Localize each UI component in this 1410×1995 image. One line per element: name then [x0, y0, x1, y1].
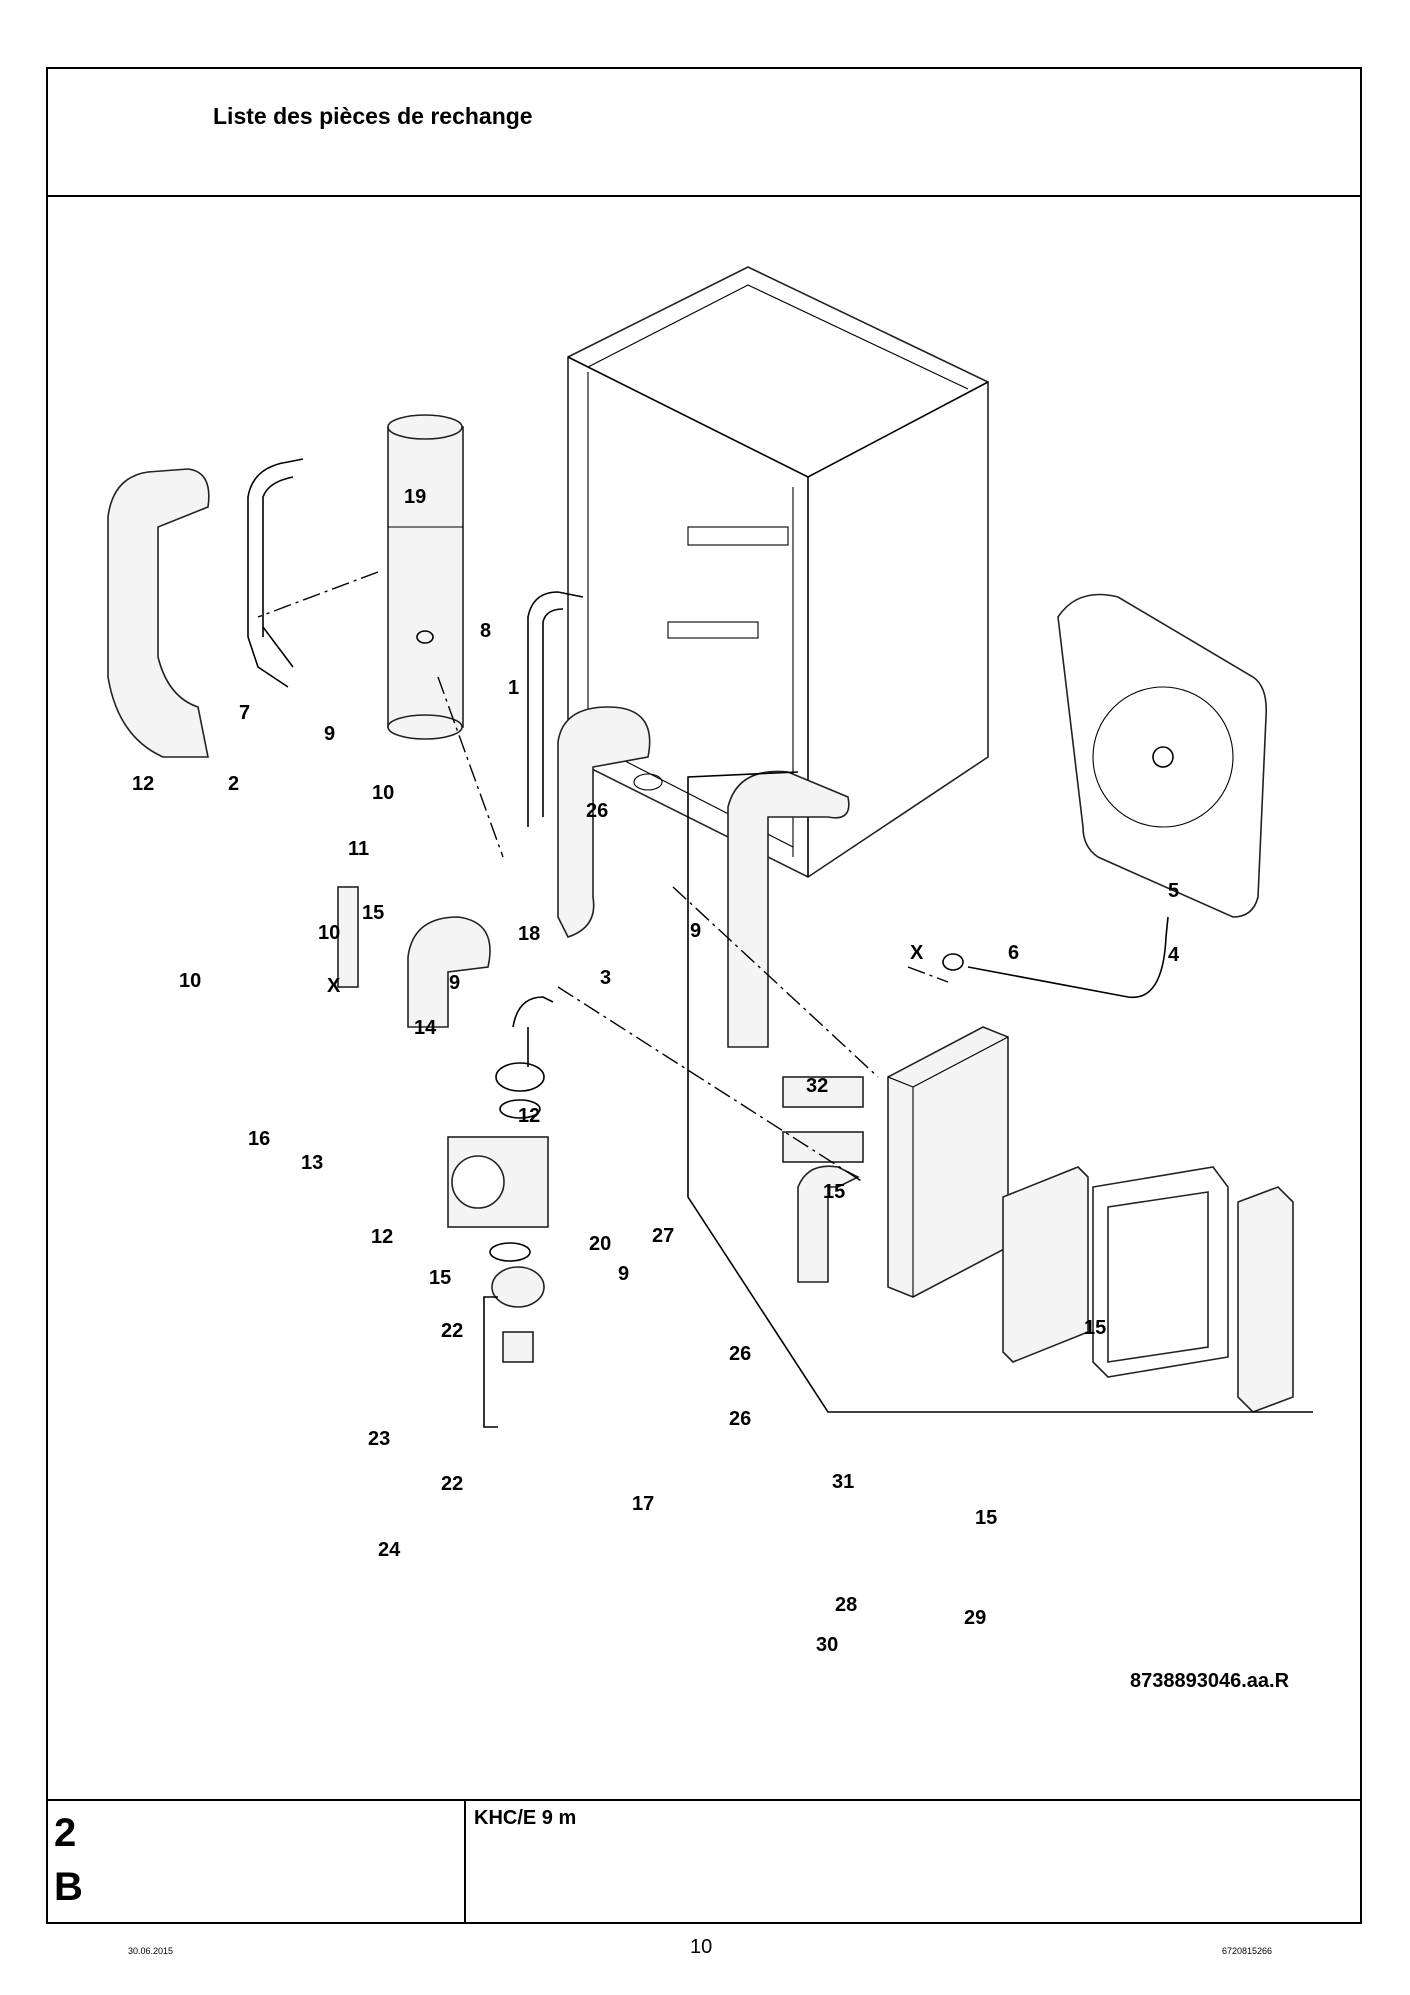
callout-14: 14 — [414, 1017, 437, 1039]
callout-9d: 9 — [618, 1263, 629, 1285]
callout-9b: 9 — [690, 920, 701, 942]
callout-29: 29 — [964, 1607, 986, 1629]
document-number: 6720815266 — [1222, 1946, 1273, 1956]
footer-block: 2 B KHC/E 9 m — [48, 1799, 1360, 1924]
callout-23: 23 — [368, 1428, 390, 1450]
callout-26c: 26 — [729, 1408, 751, 1430]
callout-17: 17 — [632, 1493, 654, 1515]
callout-19: 19 — [404, 486, 426, 508]
model-name: KHC/E 9 m — [474, 1807, 577, 1829]
callout-3: 3 — [600, 967, 611, 989]
bracket-24 — [483, 1296, 498, 1428]
callout-30: 30 — [816, 1634, 838, 1656]
expansion-vessel — [1057, 593, 1268, 918]
boiler-frame — [567, 266, 989, 878]
assembly-line-5 — [907, 966, 949, 983]
callout-2: 2 — [228, 773, 239, 795]
section-letter: B — [54, 1865, 83, 1909]
callout-x-left: X — [327, 975, 341, 997]
callout-12a: 12 — [132, 773, 154, 795]
insulation-12-center — [557, 706, 651, 938]
callout-26b: 26 — [729, 1343, 751, 1365]
page-title: Liste des pièces de rechange — [213, 103, 533, 129]
callout-16: 16 — [248, 1128, 270, 1150]
flexible-hose — [942, 916, 1169, 999]
callout-4: 4 — [1168, 944, 1180, 966]
callout-20: 20 — [589, 1233, 611, 1255]
plate-heat-exchanger — [782, 1026, 1294, 1413]
bracket-27 — [687, 771, 1313, 1413]
callout-22b: 22 — [441, 1473, 463, 1495]
callout-5: 5 — [1168, 880, 1179, 902]
callout-6: 6 — [1008, 942, 1019, 964]
callout-22a: 22 — [441, 1320, 463, 1342]
callout-x-right: X — [910, 942, 924, 964]
insulation-31 — [797, 1165, 860, 1283]
callout-26a: 26 — [586, 800, 608, 822]
callout-10c: 10 — [179, 970, 201, 992]
callout-15c: 15 — [429, 1267, 451, 1289]
callout-32: 32 — [806, 1075, 828, 1097]
print-date: 30.06.2015 — [128, 1946, 174, 1956]
callout-15e: 15 — [975, 1507, 997, 1529]
callout-27: 27 — [652, 1225, 674, 1247]
insulation-32 — [727, 770, 850, 1048]
callout-9a: 9 — [324, 723, 335, 745]
callout-15b: 15 — [823, 1181, 845, 1203]
callout-10a: 10 — [372, 782, 394, 804]
callout-31: 31 — [832, 1471, 854, 1493]
section-number: 2 — [54, 1811, 77, 1855]
callouts: 19 8 1 7 9 12 2 10 26 11 15 10 5 18 9 6 … — [132, 486, 1290, 1692]
callout-10b: 10 — [318, 922, 340, 944]
insulation-12-lower — [407, 916, 491, 1028]
pump-assembly — [447, 996, 554, 1363]
callout-1: 1 — [508, 677, 519, 699]
exploded-view-svg: 19 8 1 7 9 12 2 10 26 11 15 10 5 18 9 6 … — [107, 266, 1313, 1692]
callout-15a: 15 — [362, 902, 384, 924]
callout-8: 8 — [480, 620, 491, 642]
section-box: 2 B — [48, 1801, 466, 1924]
reference-code: 8738893046.aa.R — [1130, 1670, 1290, 1692]
drain-hose — [337, 886, 359, 988]
callout-15d: 15 — [1084, 1317, 1106, 1339]
assembly-line — [257, 571, 379, 618]
exploded-view-diagram: 19 8 1 7 9 12 2 10 26 11 15 10 5 18 9 6 … — [48, 197, 1360, 1797]
insulation-12-left — [107, 468, 210, 758]
callout-18: 18 — [518, 923, 540, 945]
callout-28: 28 — [835, 1594, 857, 1616]
page-frame: Liste des pièces de rechange — [46, 67, 1362, 1924]
callout-7: 7 — [239, 702, 250, 724]
callout-11: 11 — [348, 838, 369, 860]
callout-12b: 12 — [518, 1105, 540, 1127]
pipe-2 — [247, 458, 304, 637]
page-number: 10 — [690, 1936, 713, 1958]
callout-24: 24 — [378, 1539, 401, 1561]
header: Liste des pièces de rechange — [48, 69, 1360, 197]
assembly-line-2 — [437, 676, 504, 858]
callout-9c: 9 — [449, 972, 460, 994]
heater-cylinder — [387, 414, 464, 740]
callout-12c: 12 — [371, 1226, 393, 1248]
callout-13: 13 — [301, 1152, 323, 1174]
assembly-line-3 — [672, 886, 879, 1078]
pipe-3 — [527, 591, 584, 827]
